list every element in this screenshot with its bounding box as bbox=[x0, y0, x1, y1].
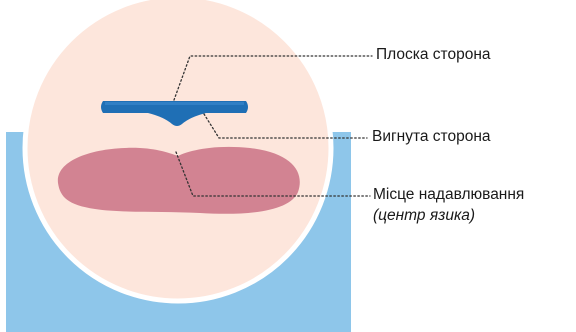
label-curved-side: Вигнута сторона bbox=[372, 129, 491, 145]
label-press-point-note: (центр язика) bbox=[373, 208, 475, 224]
mouth-circle bbox=[25, 0, 331, 301]
label-press-point: Місце надавлювання bbox=[373, 187, 524, 203]
tongue-shape bbox=[58, 147, 300, 214]
film-strip-highlight bbox=[105, 102, 244, 105]
label-flat-side: Плоска сторона bbox=[376, 47, 491, 63]
